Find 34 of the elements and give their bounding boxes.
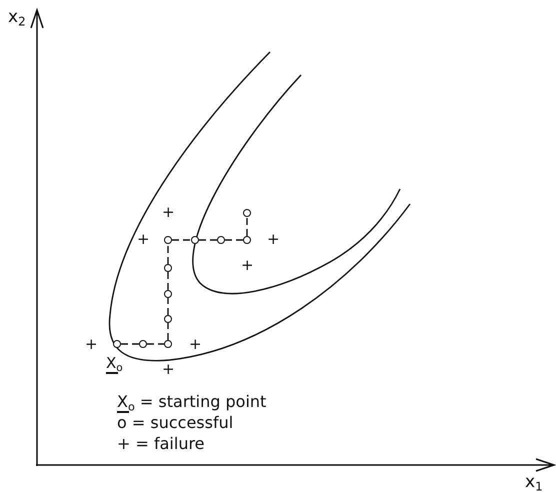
axis-label: x$_{1}$ — [525, 474, 543, 493]
search-point-circle — [139, 340, 147, 348]
dashed-connector — [167, 272, 169, 290]
dashed-connector — [167, 298, 169, 315]
search-point-circle — [113, 340, 121, 348]
failure-mark: + — [267, 232, 280, 247]
search-point-circle — [164, 290, 172, 298]
dashed-connector — [199, 239, 217, 241]
failure-mark: + — [162, 205, 175, 220]
dashed-connector — [246, 217, 248, 236]
failure-mark: + — [189, 337, 202, 352]
search-point-circle — [217, 236, 225, 244]
search-point-circle — [164, 236, 172, 244]
dashed-connector — [225, 239, 243, 241]
search-point-circle — [164, 340, 172, 348]
search-point-circle — [243, 209, 251, 217]
legend-entry: + = failure — [117, 436, 205, 452]
failure-mark: + — [162, 362, 175, 377]
legend-entry: o = successful — [117, 415, 234, 431]
axis-label: x$_{2}$ — [8, 9, 26, 28]
dashed-connector — [167, 323, 169, 340]
search-point-circle — [243, 236, 251, 244]
dashed-connector — [121, 343, 139, 345]
dashed-connector — [167, 244, 169, 264]
dashed-connector — [147, 343, 164, 345]
legend-entry: X$_{o}$ = starting point — [117, 394, 266, 413]
failure-mark: + — [137, 232, 150, 247]
search-point-circle — [164, 315, 172, 323]
failure-mark: + — [241, 258, 254, 273]
starting-point-label: X$_{o}$ — [106, 356, 123, 374]
search-point-circle — [191, 236, 199, 244]
failure-mark: + — [85, 337, 98, 352]
search-point-circle — [164, 264, 172, 272]
dashed-connector — [172, 239, 191, 241]
